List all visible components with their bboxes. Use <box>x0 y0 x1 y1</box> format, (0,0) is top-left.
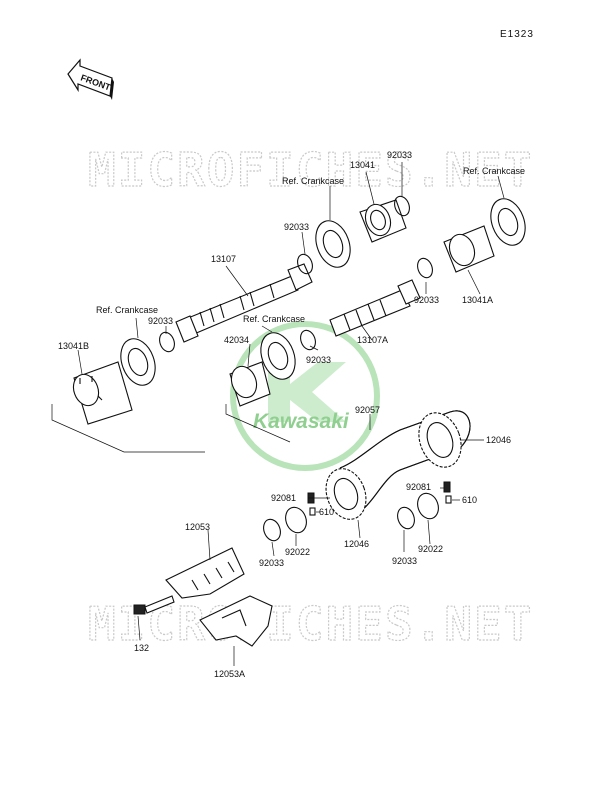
label-92022-left: 92022 <box>285 547 310 557</box>
label-13107: 13107 <box>211 254 236 264</box>
label-ref-crankcase-right: Ref. Crankcase <box>463 166 525 176</box>
label-13107A: 13107A <box>357 335 388 345</box>
coupling-42034 <box>229 361 271 407</box>
bolt-132 <box>133 595 175 615</box>
washer-92022-right <box>417 492 439 520</box>
label-13041: 13041 <box>350 160 375 170</box>
label-13041A: 13041A <box>462 295 493 305</box>
label-610-right: 610 <box>462 495 477 505</box>
label-132: 132 <box>134 643 149 653</box>
sprocket-12046-center <box>325 468 367 520</box>
label-92081-left: 92081 <box>271 493 296 503</box>
label-ref-crankcase-center: Ref. Crankcase <box>243 314 305 324</box>
label-610-left: 610 <box>319 507 334 517</box>
watermark-text-top: MICROFICHES.NET <box>88 143 533 197</box>
label-92033-center: 92033 <box>306 355 331 365</box>
snap-ring-92033-center <box>300 329 316 351</box>
label-92033-top: 92033 <box>387 150 412 160</box>
label-12053A: 12053A <box>214 669 245 679</box>
pin-610-right <box>445 495 452 504</box>
bearing-ref-crankcase-right <box>490 198 526 246</box>
bearing-ref-crankcase-left <box>120 338 156 386</box>
diagram-code: E1323 <box>500 29 534 40</box>
pin-610-left <box>309 507 316 516</box>
chain-92057 <box>339 410 471 511</box>
chain-guide-12053 <box>165 547 245 599</box>
label-12046-center: 12046 <box>344 539 369 549</box>
snap-ring-92033-br <box>397 506 415 530</box>
group-outline-left <box>51 404 205 453</box>
collar-13041A <box>443 225 495 273</box>
bearing-ref-crankcase-center <box>260 332 296 380</box>
label-92033-left: 92033 <box>148 316 173 326</box>
collar-13041B <box>72 361 133 425</box>
label-42034: 42034 <box>224 335 249 345</box>
label-12053: 12053 <box>185 522 210 532</box>
label-13041B: 13041B <box>58 341 89 351</box>
sprocket-12046-right <box>418 412 462 468</box>
bearing-ref-crankcase-top <box>315 220 351 268</box>
snap-ring-92033-right <box>417 257 433 279</box>
shaft-13107A <box>329 279 421 337</box>
chain-guide-12053A <box>199 595 273 647</box>
snap-ring-92033-top <box>394 195 410 217</box>
washer-92022-left <box>285 506 307 534</box>
label-92033-br: 92033 <box>392 556 417 566</box>
label-92022-right: 92022 <box>418 544 443 554</box>
front-arrow-icon: FRONT <box>67 58 114 100</box>
label-92081-right: 92081 <box>406 482 431 492</box>
group-outline-center <box>225 404 291 443</box>
shaft-13107 <box>175 263 313 343</box>
label-92033-mid: 92033 <box>284 222 309 232</box>
label-92033-right: 92033 <box>414 295 439 305</box>
label-92057: 92057 <box>355 405 380 415</box>
label-ref-crankcase-left: Ref. Crankcase <box>96 305 158 315</box>
watermark-logo-text: Kawasaki <box>253 410 350 433</box>
snap-ring-92033-bl <box>263 518 281 542</box>
snap-ring-92033-mid <box>297 253 313 275</box>
label-92033-bl: 92033 <box>259 558 284 568</box>
label-ref-crankcase-top: Ref. Crankcase <box>282 176 344 186</box>
collar-13041 <box>359 199 407 243</box>
dowel-92081-right <box>443 481 451 493</box>
snap-ring-92033-left <box>159 331 175 353</box>
label-12046-right: 12046 <box>486 435 511 445</box>
